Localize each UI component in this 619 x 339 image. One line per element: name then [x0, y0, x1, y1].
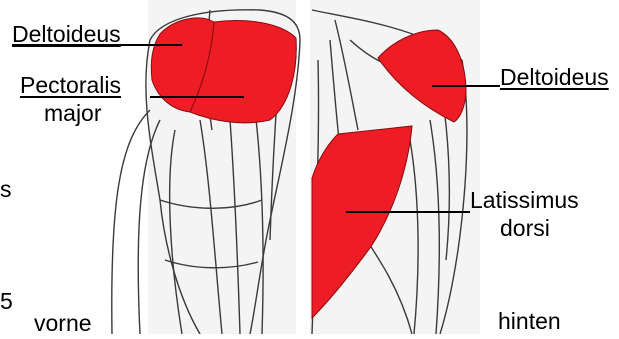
- label-back-view: hinten: [498, 310, 561, 333]
- label-pectoralis-line2: major: [44, 102, 102, 125]
- label-back-deltoid: Deltoideus: [500, 66, 609, 89]
- label-latissimus-line1: Latissimus: [470, 189, 579, 212]
- label-front-deltoid: Deltoideus: [12, 23, 121, 46]
- edge-char-1: s: [0, 178, 12, 201]
- panel-divider: [302, 0, 310, 334]
- label-latissimus-line2: dorsi: [500, 217, 550, 240]
- label-front-view: vorne: [34, 312, 92, 335]
- label-pectoralis-line1: Pectoralis: [20, 74, 121, 97]
- edge-char-2: 5: [0, 290, 13, 313]
